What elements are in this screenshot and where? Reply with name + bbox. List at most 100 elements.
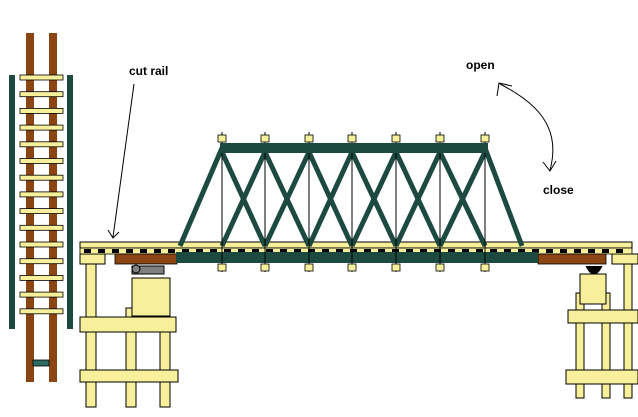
deck-tie bbox=[420, 249, 427, 253]
top-bolt bbox=[480, 134, 490, 143]
right-pier-brace-lower bbox=[565, 369, 638, 385]
deck-tie bbox=[154, 249, 161, 253]
cut-rail-label: cut rail bbox=[129, 64, 169, 78]
deck-tie bbox=[350, 249, 357, 253]
right-deck-plate bbox=[537, 253, 607, 265]
track-tie bbox=[19, 274, 64, 281]
track-tie bbox=[19, 174, 64, 181]
deck-tie bbox=[112, 249, 119, 253]
deck-tie bbox=[504, 249, 511, 253]
left-motor-block bbox=[131, 277, 171, 317]
deck-tie bbox=[140, 249, 147, 253]
left-pier-brace-lower bbox=[79, 369, 179, 383]
track-marker bbox=[32, 359, 50, 367]
right-motor-clamp bbox=[585, 265, 603, 275]
top-bolt bbox=[260, 134, 270, 143]
track-tie bbox=[19, 124, 64, 131]
right-motor-block bbox=[579, 273, 607, 305]
deck-tie bbox=[588, 249, 595, 253]
deck-tie bbox=[532, 249, 539, 253]
left-pier bbox=[79, 253, 179, 408]
bottom-bolt bbox=[391, 263, 401, 272]
bottom-bolt bbox=[435, 263, 445, 272]
deck-tie bbox=[308, 249, 315, 253]
deck-tie bbox=[462, 249, 469, 253]
right-rail bbox=[49, 33, 57, 382]
end-post-right bbox=[482, 147, 525, 247]
truss-span bbox=[176, 132, 538, 272]
deck-tie bbox=[280, 249, 287, 253]
left-deck-plate bbox=[114, 253, 178, 265]
deck-tie bbox=[476, 249, 483, 253]
deck-tie bbox=[518, 249, 525, 253]
deck-tie bbox=[364, 249, 371, 253]
left-rail bbox=[26, 33, 34, 382]
truss-diagonal bbox=[262, 150, 312, 248]
bottom-bolt bbox=[347, 263, 357, 272]
deck-tie bbox=[294, 249, 301, 253]
top-bolt bbox=[391, 134, 401, 143]
motor-knob bbox=[131, 264, 141, 274]
left-pier-cap bbox=[79, 253, 106, 265]
left-pier-brace-upper bbox=[79, 316, 177, 333]
deck-tie bbox=[98, 249, 105, 253]
bottom-bolt bbox=[260, 263, 270, 272]
deck-tie bbox=[168, 249, 175, 253]
deck-tie bbox=[84, 249, 91, 253]
bottom-chord bbox=[176, 252, 538, 263]
left-motor-head bbox=[131, 264, 165, 275]
top-bolt bbox=[347, 134, 357, 143]
track-tie bbox=[19, 108, 64, 114]
left-pier-post-1 bbox=[85, 261, 97, 408]
deck-tie bbox=[322, 249, 329, 253]
track-tie bbox=[19, 158, 64, 164]
left-track bbox=[9, 33, 73, 382]
deck-ties bbox=[84, 249, 623, 253]
track-tie bbox=[19, 74, 64, 81]
deck-tie bbox=[546, 249, 553, 253]
left-pier-post-2 bbox=[125, 307, 137, 408]
right-outer-rail bbox=[67, 75, 73, 329]
truss-diagonal bbox=[349, 150, 399, 248]
deck-tie bbox=[574, 249, 581, 253]
track-tie bbox=[19, 291, 64, 298]
track-tie bbox=[19, 241, 64, 248]
deck-tie bbox=[182, 249, 189, 253]
top-bolt bbox=[217, 134, 227, 143]
deck-tie bbox=[252, 249, 259, 253]
track-tie bbox=[19, 258, 64, 265]
track-tie bbox=[19, 141, 64, 148]
deck-tie bbox=[616, 249, 623, 253]
track-tie bbox=[19, 191, 64, 198]
open-label: open bbox=[466, 58, 495, 72]
truss-diagonal bbox=[219, 150, 268, 248]
top-bolt bbox=[435, 134, 445, 143]
track-tie bbox=[19, 208, 64, 215]
right-pier-cap bbox=[611, 253, 638, 265]
deck-tie bbox=[224, 249, 231, 253]
left-outer-rail bbox=[9, 75, 15, 329]
right-pier bbox=[565, 253, 638, 399]
top-chord bbox=[220, 143, 488, 153]
truss-diagonal bbox=[437, 150, 488, 248]
deck-tie bbox=[238, 249, 245, 253]
deck-tie bbox=[602, 249, 609, 253]
deck-tie bbox=[560, 249, 567, 253]
deck-tie bbox=[126, 249, 133, 253]
truss-diagonal bbox=[306, 150, 355, 248]
track-tie bbox=[19, 308, 64, 315]
deck-tie bbox=[210, 249, 217, 253]
top-bolt bbox=[304, 134, 314, 143]
bottom-bolt bbox=[480, 263, 490, 272]
truss-diagonal bbox=[393, 150, 443, 248]
deck-tie bbox=[336, 249, 343, 253]
deck-tie bbox=[448, 249, 455, 253]
track-tie bbox=[19, 91, 64, 98]
track-ties bbox=[19, 74, 64, 315]
close-label: close bbox=[543, 183, 574, 197]
deck-tie bbox=[490, 249, 497, 253]
deck-tie bbox=[378, 249, 385, 253]
deck-tie bbox=[196, 249, 203, 253]
right-pier-brace-upper bbox=[567, 309, 638, 324]
